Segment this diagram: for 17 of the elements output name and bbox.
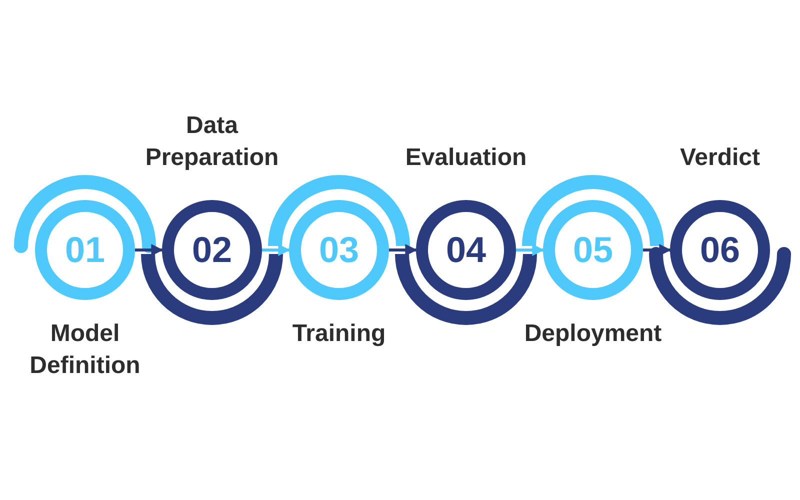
step-number: 03 — [318, 232, 360, 268]
step-number: 05 — [572, 232, 614, 268]
step-number: 02 — [192, 232, 232, 268]
step-number: 01 — [64, 232, 106, 268]
arrow — [516, 244, 544, 256]
step-label: Evaluation — [404, 143, 528, 173]
step-number: 04 — [446, 232, 486, 268]
arrow — [643, 244, 672, 256]
step-label: Deployment — [523, 319, 663, 349]
arrow — [262, 244, 290, 256]
step-label: Data Preparation — [144, 111, 280, 173]
arrow — [389, 244, 418, 256]
step-label: Verdict — [678, 143, 762, 173]
step-number: 06 — [700, 232, 740, 268]
step-label: Training — [291, 319, 387, 349]
arrow — [135, 244, 164, 256]
step-label: Model Definition — [28, 319, 142, 381]
